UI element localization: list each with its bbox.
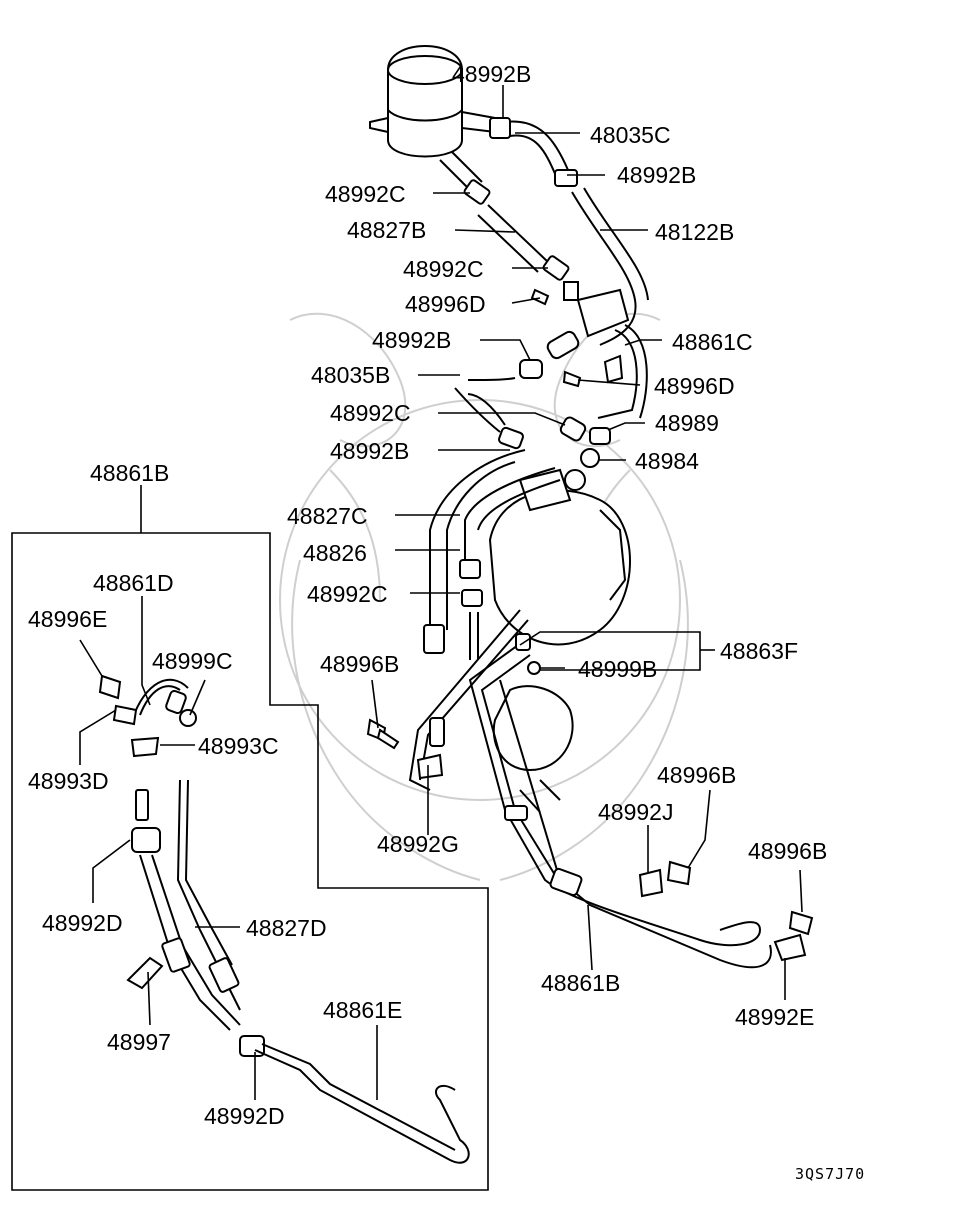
part-label[interactable]: 48861E bbox=[323, 997, 402, 1023]
part-label[interactable]: 48992C bbox=[325, 181, 406, 207]
upper-hoses bbox=[454, 117, 649, 468]
part-label[interactable]: 48992C bbox=[330, 400, 411, 426]
part-label[interactable]: 48992D bbox=[42, 910, 123, 936]
part-label[interactable]: 48992C bbox=[403, 256, 484, 282]
part-labels: 48992B 48035C 48992B 48992C 48122B 48827… bbox=[28, 61, 865, 1183]
part-label[interactable]: 48996B bbox=[320, 651, 399, 677]
part-label[interactable]: 48989 bbox=[655, 410, 719, 436]
part-label[interactable]: 48992J bbox=[598, 799, 673, 825]
part-label[interactable]: 48827B bbox=[347, 217, 426, 243]
inset-box bbox=[11, 532, 489, 1191]
part-label[interactable]: 48861D bbox=[93, 570, 174, 596]
part-label[interactable]: 48996D bbox=[654, 373, 735, 399]
part-label[interactable]: 48826 bbox=[303, 540, 367, 566]
part-label[interactable]: 48992G bbox=[377, 831, 459, 857]
part-label[interactable]: 48999C bbox=[152, 648, 233, 674]
part-label[interactable]: 48861B bbox=[90, 460, 169, 486]
part-label[interactable]: 48827D bbox=[246, 915, 327, 941]
part-label[interactable]: 48996B bbox=[657, 762, 736, 788]
inset-parts bbox=[98, 674, 470, 1164]
drawing-code: 3QS7J70 bbox=[795, 1165, 865, 1183]
pump-assembly bbox=[366, 449, 814, 969]
leader-lines bbox=[79, 85, 803, 1100]
part-label[interactable]: 48996B bbox=[748, 838, 827, 864]
part-label[interactable]: 48035B bbox=[311, 362, 390, 388]
part-label[interactable]: 48984 bbox=[635, 448, 699, 474]
part-label[interactable]: 48992B bbox=[372, 327, 451, 353]
part-label[interactable]: 48861C bbox=[672, 329, 753, 355]
part-label[interactable]: 48999B bbox=[578, 656, 657, 682]
part-label[interactable]: 48122B bbox=[655, 219, 734, 245]
part-label[interactable]: 48996D bbox=[405, 291, 486, 317]
part-label[interactable]: 48992E bbox=[735, 1004, 814, 1030]
reservoir-tank bbox=[369, 45, 496, 191]
part-label[interactable]: 48861B bbox=[541, 970, 620, 996]
part-label[interactable]: 48992B bbox=[330, 438, 409, 464]
part-label[interactable]: 48992B bbox=[452, 61, 531, 87]
part-label[interactable]: 48992D bbox=[204, 1103, 285, 1129]
part-label[interactable]: 48996E bbox=[28, 606, 107, 632]
part-label[interactable]: 48992B bbox=[617, 162, 696, 188]
part-label[interactable]: 48993C bbox=[198, 733, 279, 759]
part-label[interactable]: 48992C bbox=[307, 581, 388, 607]
part-label[interactable]: 48035C bbox=[590, 122, 671, 148]
part-label[interactable]: 48827C bbox=[287, 503, 368, 529]
part-label[interactable]: 48997 bbox=[107, 1029, 171, 1055]
part-label[interactable]: 48993D bbox=[28, 768, 109, 794]
part-label[interactable]: 48863F bbox=[720, 638, 798, 664]
